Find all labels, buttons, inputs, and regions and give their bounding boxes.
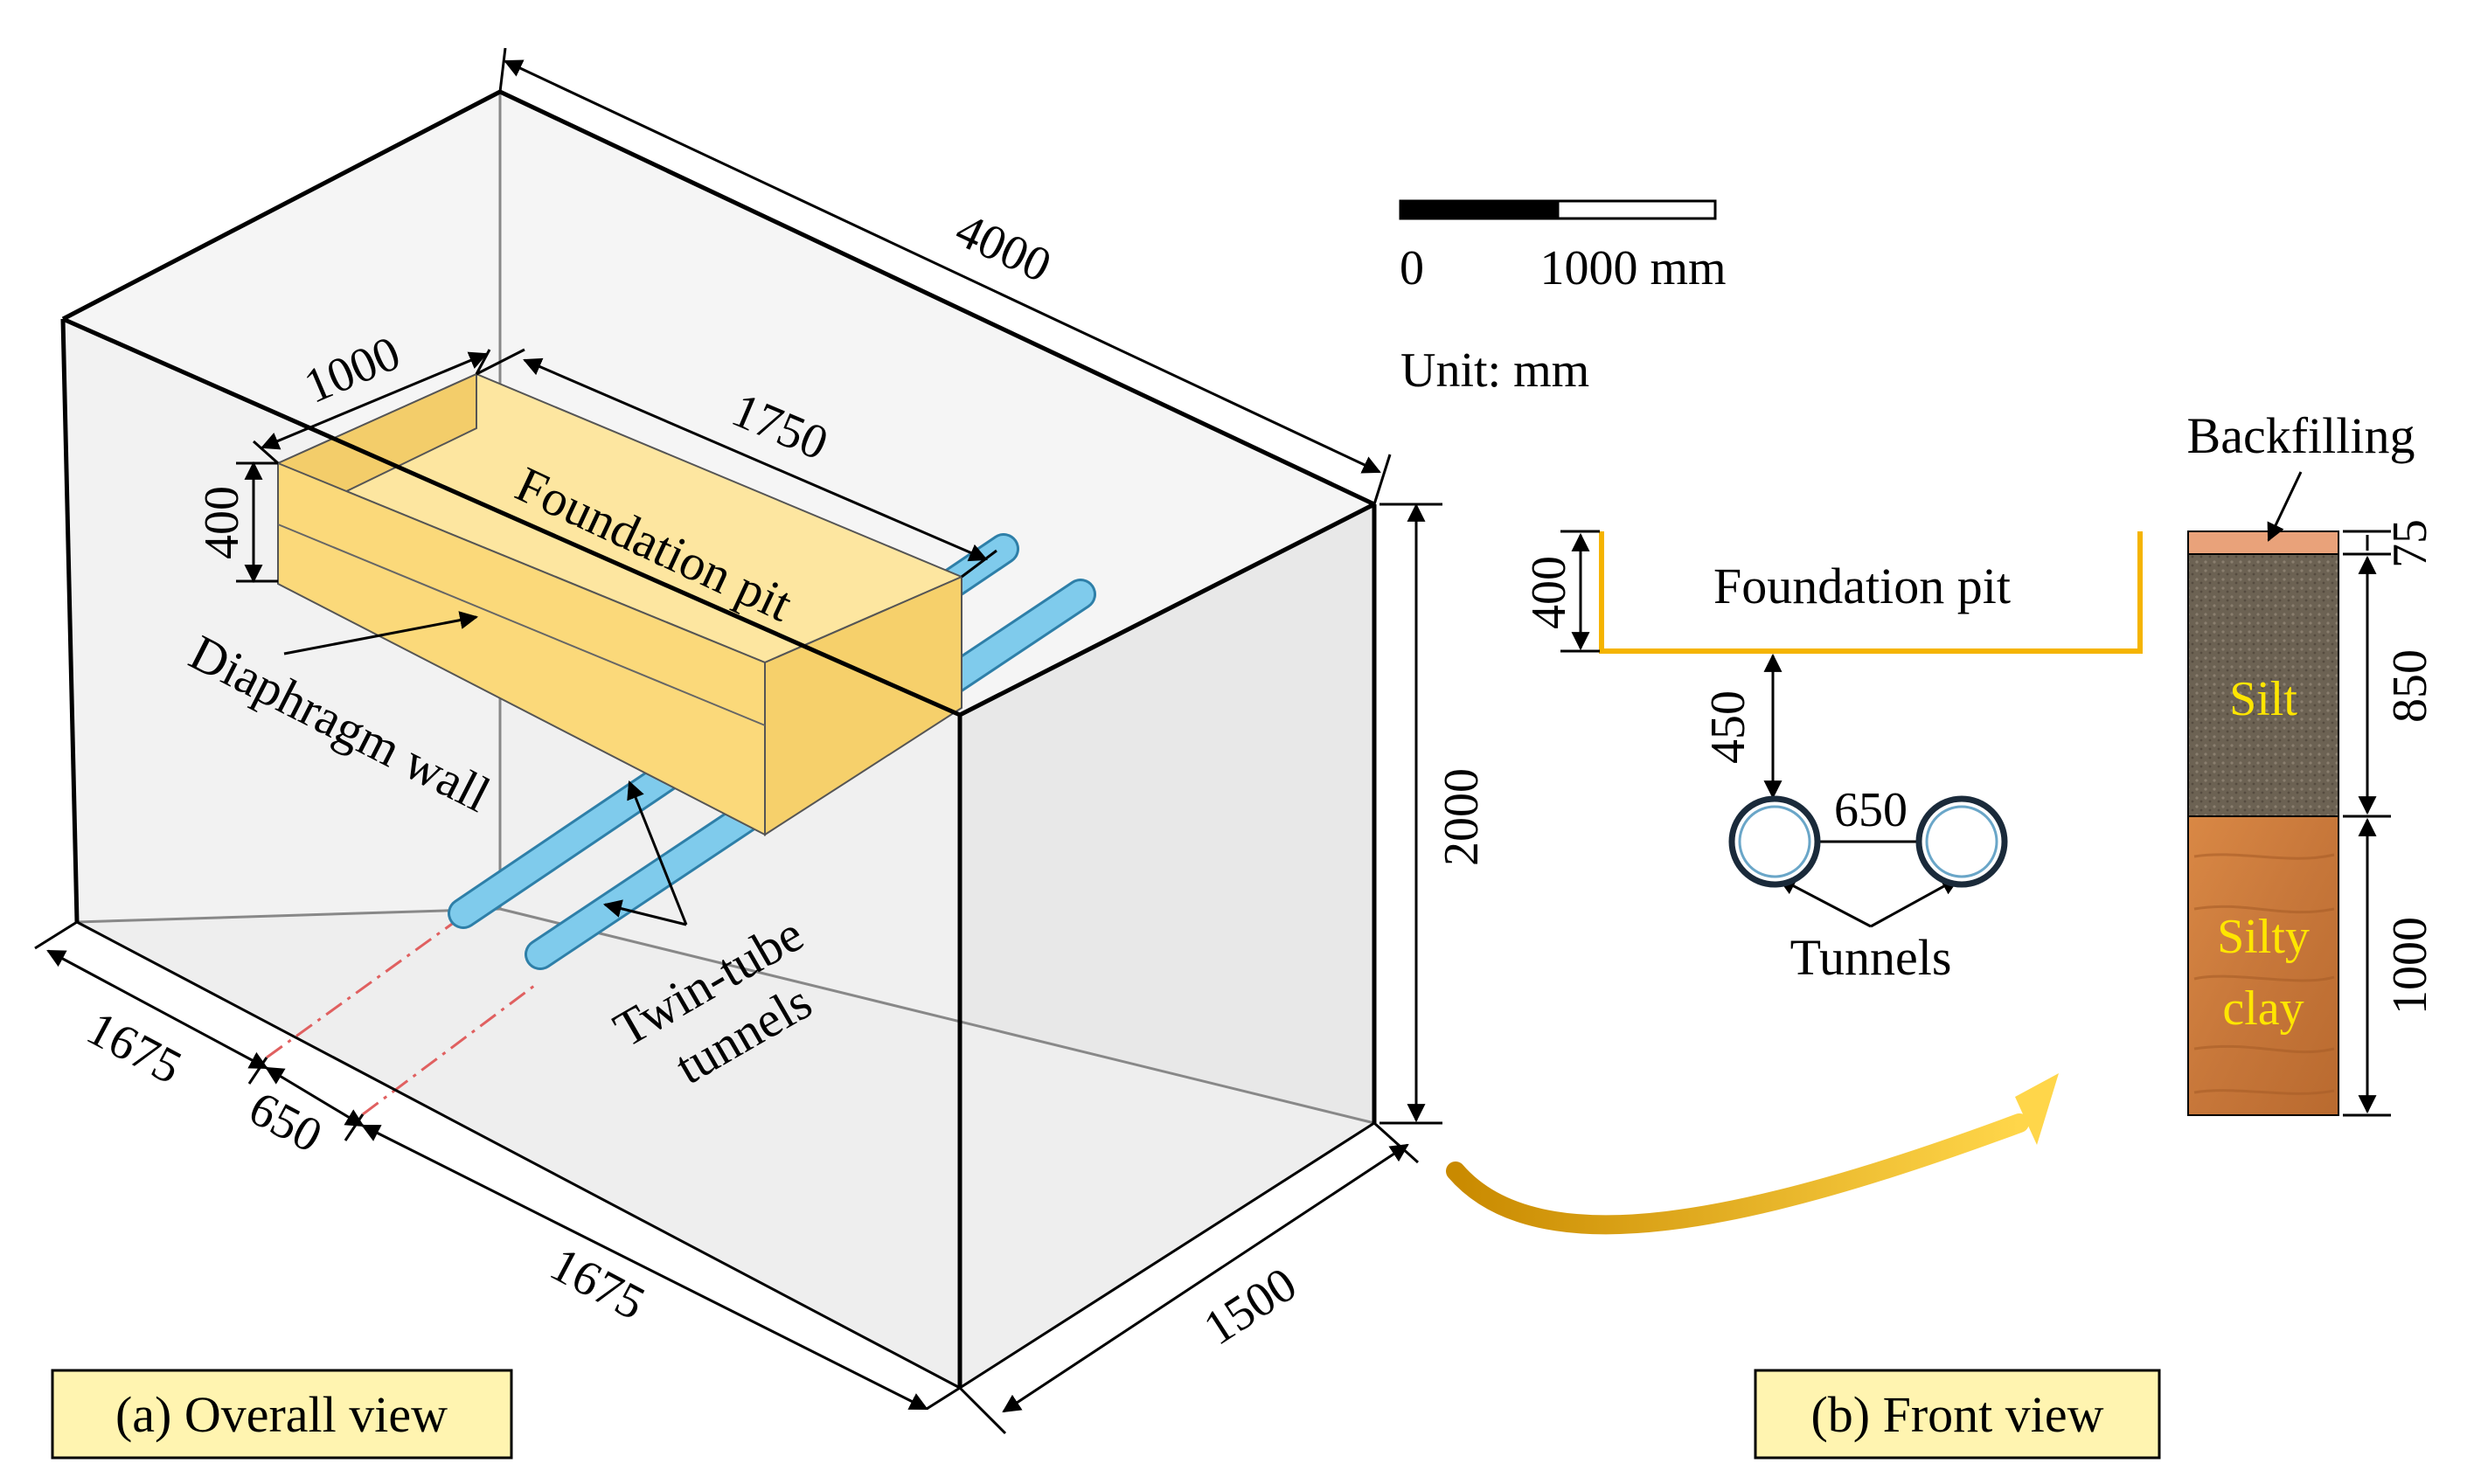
label-silt: Silt [2229,672,2297,726]
dim-layer-75: 75 [2383,519,2437,568]
dim-layer-1000: 1000 [2383,917,2437,1015]
box-edge [958,502,1376,718]
tunnel-cross-section-left [1728,795,1821,888]
caption-front-view: (b) Front view [1810,1386,2103,1443]
front-tunnels-label: Tunnels [1790,929,1952,986]
layer-silt [2187,553,2339,817]
dim-650: 650 [240,1081,330,1163]
box-hidden-edge [76,907,501,924]
overall-view: 4000 2000 1500 1675 650 1675 1000 1750 4… [34,47,1489,1460]
box-edge [60,318,80,923]
clay-grain [2193,853,2335,1095]
layer-backfilling [2187,530,2339,555]
unit-label: Unit: mm [1400,343,1589,398]
tunnel-cross-section-right [1915,795,2008,888]
label-silty: Silty [2217,910,2310,964]
scale-end: 1000 mm [1539,241,1726,295]
caption-a-box [51,1369,513,1460]
front-pit-label: Foundation pit [1713,558,2011,614]
front-pit-depth: 400 [1522,556,1576,629]
dim-4000: 4000 [948,203,1060,294]
dim-1500: 1500 [1194,1257,1306,1356]
box-edge [61,316,962,718]
pit-inner-edge [277,524,766,726]
layer-silty-clay [2187,815,2339,1116]
transition-arrow [1446,1073,2059,1235]
scale-start: 0 [1400,241,1424,295]
label-backfilling: Backfilling [2187,407,2415,464]
front-view: Foundation pit 400 450 650 Tunnels [1522,407,2437,1460]
tunnel-axis-line [266,920,455,1059]
caption-overall-view: (a) Overall view [115,1386,448,1443]
label-clay: clay [2222,981,2304,1036]
dim-pit-400: 400 [195,486,249,559]
front-pit-outline [1599,531,2143,654]
dim-2000: 2000 [1435,768,1489,866]
backfilling-leader [2267,471,2303,542]
front-cover-depth: 450 [1701,690,1755,764]
front-spacing: 650 [1834,783,1908,837]
dimension-lines [34,47,1442,1435]
pit-right-wall [764,575,962,836]
caption-b-box [1754,1369,2161,1460]
scale-bar: 0 1000 mm Unit: mm [1399,199,1727,398]
box-edge [61,89,502,322]
dim-layer-850: 850 [2383,649,2437,723]
dim-1675-left: 1675 [78,1001,190,1094]
box-hidden-edge [499,907,1375,1125]
dim-1675-right: 1675 [541,1237,653,1330]
